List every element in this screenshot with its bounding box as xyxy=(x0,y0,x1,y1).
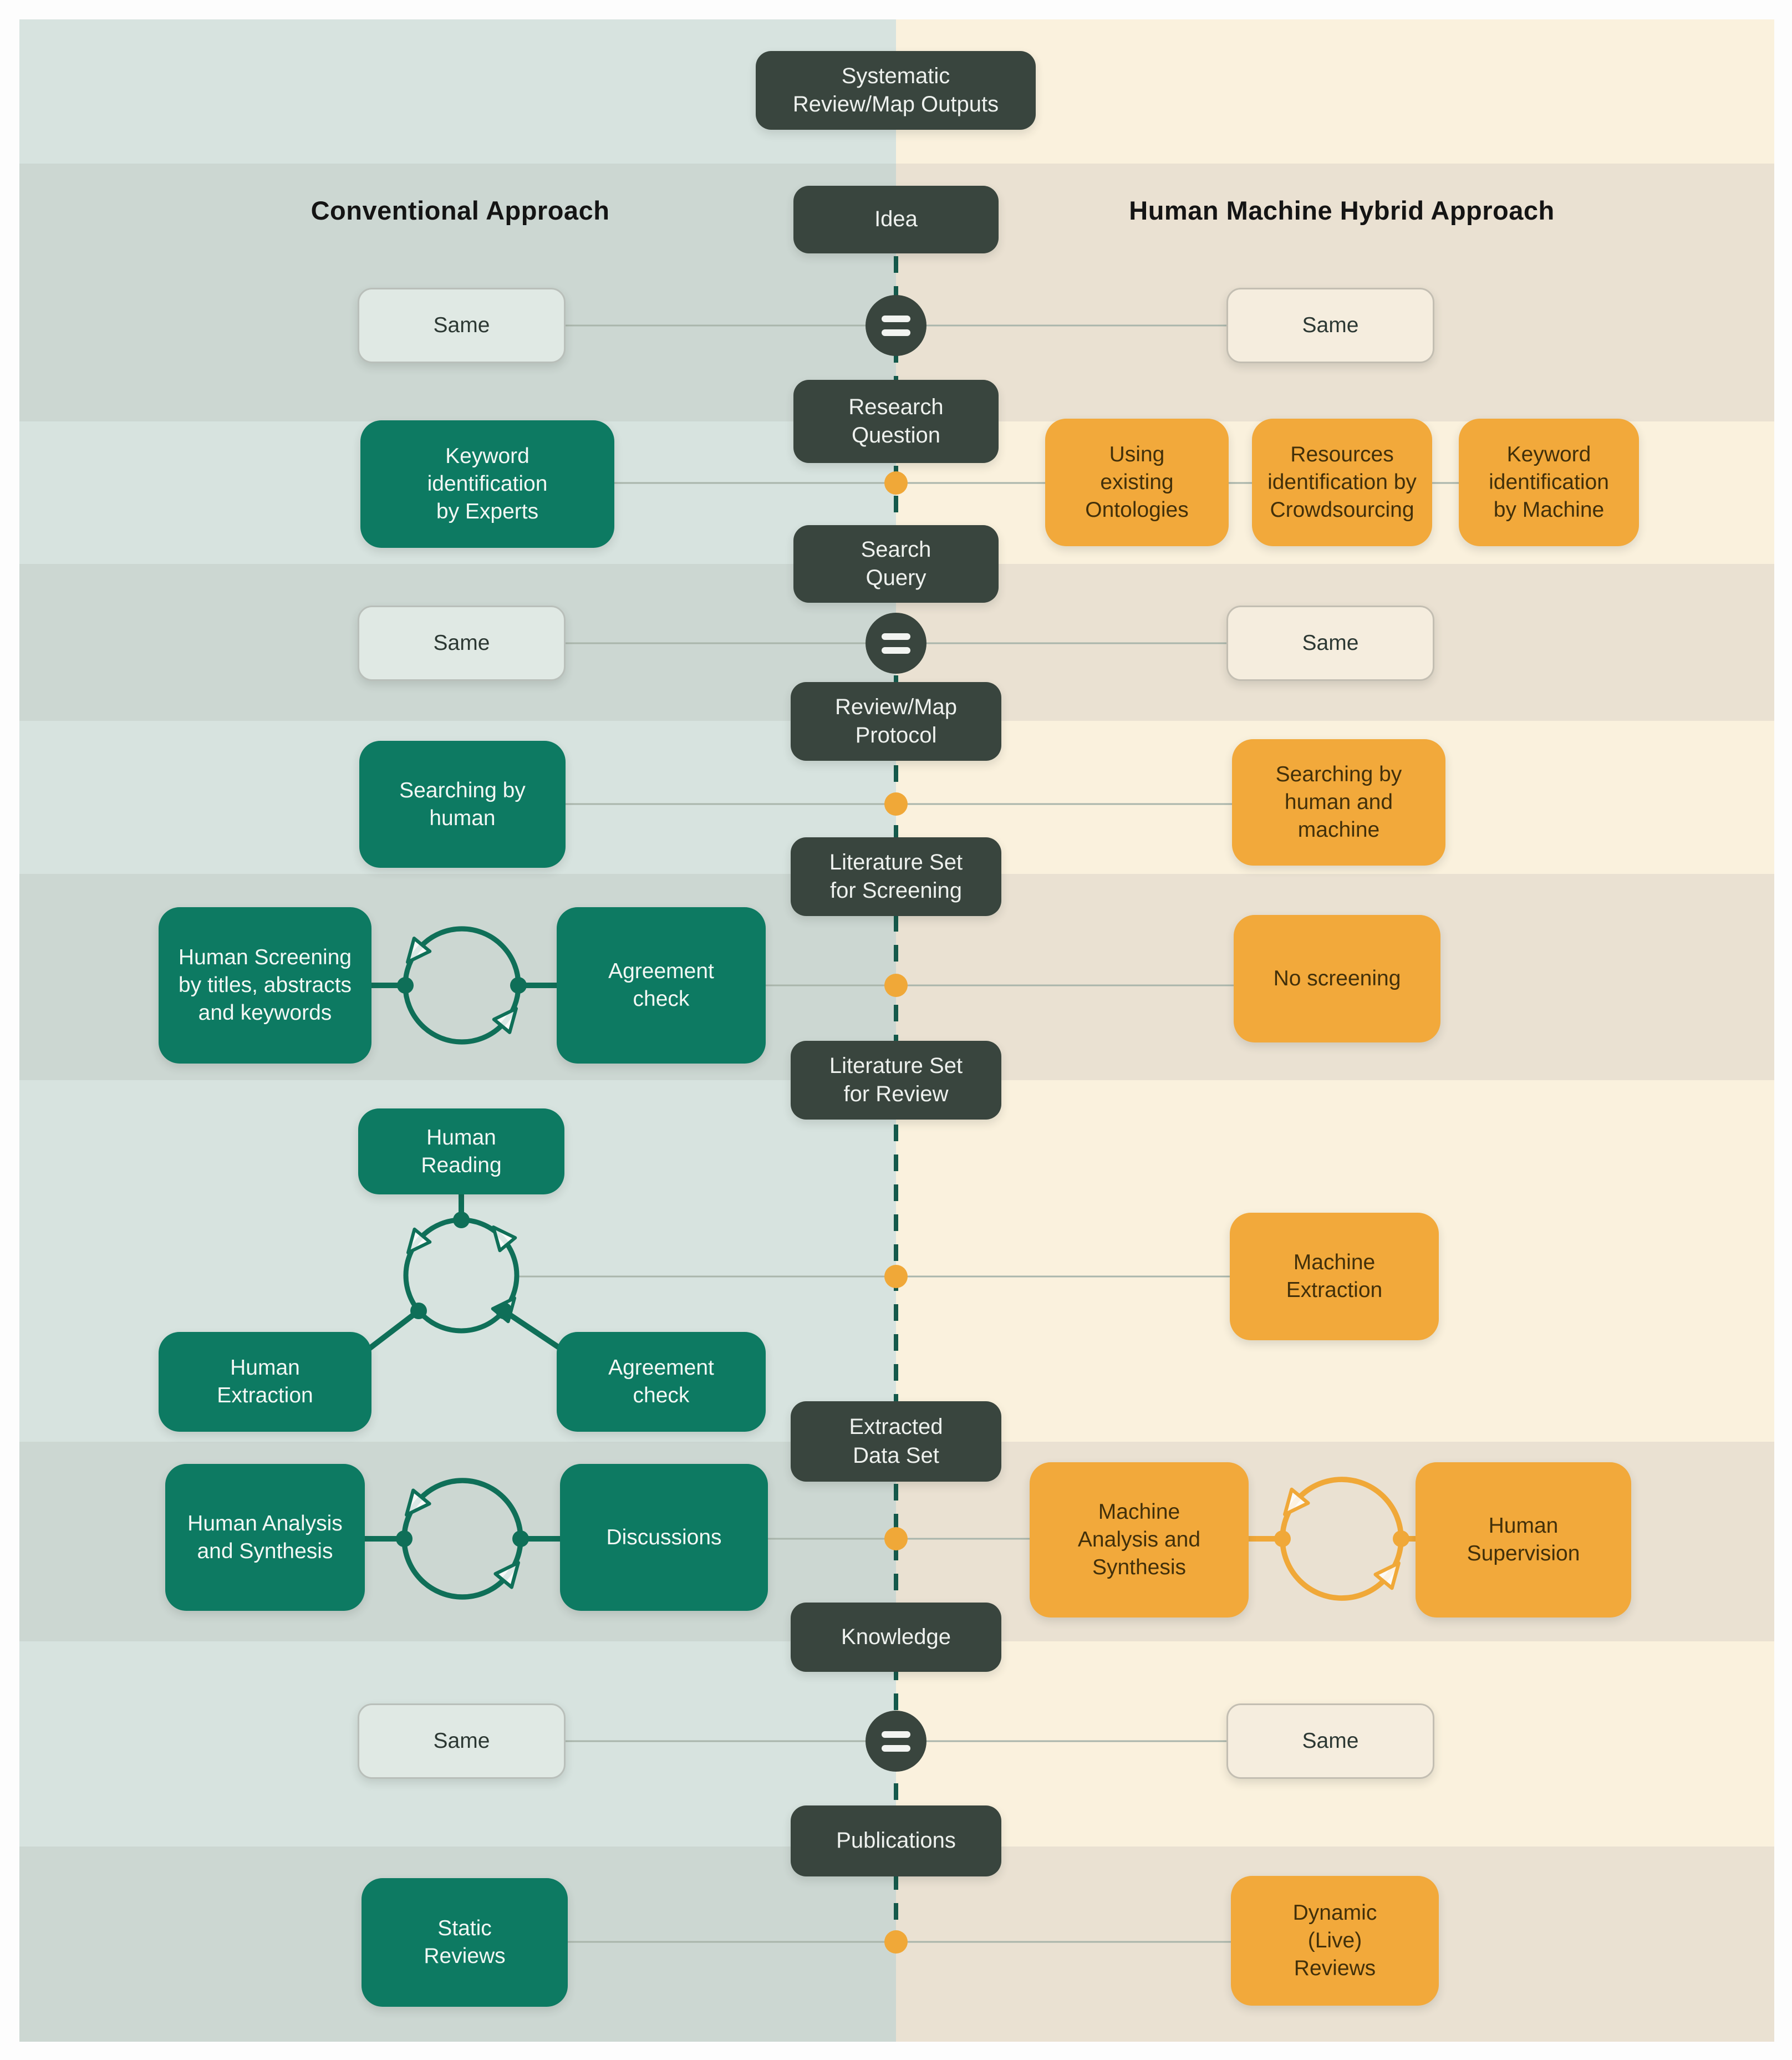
node-review-map-protocol: Review/Map Protocol xyxy=(791,682,1001,761)
node-same-idea-right: Same xyxy=(1226,288,1434,363)
node-systematic-review-map-outputs: Systematic Review/Map Outputs xyxy=(756,51,1036,130)
node-research-question: Research Question xyxy=(793,380,999,463)
hybrid-approach-header: Human Machine Hybrid Approach xyxy=(1129,196,1555,225)
node-same-idea-left: Same xyxy=(358,288,566,363)
node-no-screening: No screening xyxy=(1234,915,1440,1042)
node-same-knowledge-left: Same xyxy=(358,1703,566,1779)
node-literature-set-for-review: Literature Set for Review xyxy=(791,1041,1001,1120)
node-machine-analysis-and-synthesis: Machine Analysis and Synthesis xyxy=(1030,1462,1249,1618)
node-same-protocol-right: Same xyxy=(1226,606,1434,681)
node-agreement-check-screening: Agreement check xyxy=(557,907,766,1064)
node-using-existing-ontologies: Using existing Ontologies xyxy=(1045,419,1229,546)
equals-icon xyxy=(866,613,926,674)
equals-icon xyxy=(866,295,926,356)
node-resources-identification-by-crowdsourcing: Resources identification by Crowdsourcin… xyxy=(1252,419,1432,546)
node-publications: Publications xyxy=(791,1805,1001,1876)
supervision-cycle-icon xyxy=(1249,1479,1416,1598)
node-idea: Idea xyxy=(793,186,999,253)
node-same-protocol-left: Same xyxy=(358,606,566,681)
node-knowledge: Knowledge xyxy=(791,1603,1001,1672)
node-keyword-identification-by-experts: Keyword identification by Experts xyxy=(360,420,614,548)
conventional-approach-header: Conventional Approach xyxy=(310,196,610,225)
node-human-analysis-and-synthesis: Human Analysis and Synthesis xyxy=(165,1464,365,1611)
node-human-supervision: Human Supervision xyxy=(1416,1462,1631,1618)
node-searching-by-human: Searching by human xyxy=(359,741,566,868)
node-static-reviews: Static Reviews xyxy=(362,1878,568,2007)
timeline-junction-dots xyxy=(884,471,908,1954)
node-literature-set-for-screening: Literature Set for Screening xyxy=(791,837,1001,916)
node-agreement-check-extraction: Agreement check xyxy=(557,1332,766,1432)
node-discussions: Discussions xyxy=(560,1464,768,1611)
node-search-query: Search Query xyxy=(793,525,999,603)
node-human-extraction: Human Extraction xyxy=(159,1332,371,1432)
node-machine-extraction: Machine Extraction xyxy=(1230,1213,1439,1340)
node-extracted-data-set: Extracted Data Set xyxy=(791,1401,1001,1482)
equals-icon xyxy=(866,1711,926,1772)
screening-cycle-icon xyxy=(371,929,557,1042)
analysis-cycle-icon xyxy=(365,1481,560,1597)
node-searching-by-human-and-machine: Searching by human and machine xyxy=(1232,739,1445,866)
node-human-reading: Human Reading xyxy=(358,1108,564,1194)
node-same-knowledge-right: Same xyxy=(1226,1703,1434,1779)
node-keyword-identification-by-machine: Keyword identification by Machine xyxy=(1459,419,1639,546)
node-human-screening: Human Screening by titles, abstracts and… xyxy=(159,907,371,1064)
node-dynamic-live-reviews: Dynamic (Live) Reviews xyxy=(1231,1876,1439,2006)
